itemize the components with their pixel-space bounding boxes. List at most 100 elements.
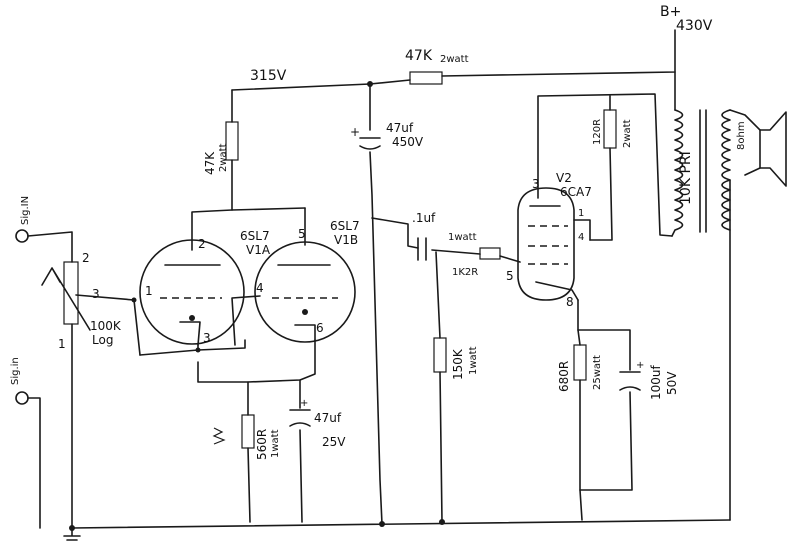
cap-plates (417, 237, 427, 261)
opt-primary: 10K PRI (678, 151, 694, 205)
input-jack-bottom: Sig.in (10, 357, 29, 405)
v1-cathode-bus (139, 339, 246, 356)
tube-v2: 3 1 4 5 8 V2 6CA7 (506, 171, 592, 309)
pin-label: 3 (203, 331, 211, 345)
pot-body (63, 261, 79, 325)
pot-arrow (41, 267, 91, 331)
v2-type: 6CA7 (560, 185, 592, 199)
v1b-section: V1B (334, 233, 358, 247)
bplus-voltage: 430V (676, 18, 713, 34)
tube-envelope (254, 241, 356, 343)
junction-dot (195, 347, 201, 353)
plate-v1a-wire (231, 89, 306, 211)
capacitor-bypass-v1: + 47uf 25V (289, 398, 346, 449)
primary-winding (671, 109, 684, 237)
cathode-element (294, 324, 316, 341)
resistor-body (603, 109, 617, 149)
bplus-text: B+ (660, 4, 681, 20)
v1b-type: 6SL7 (330, 219, 360, 233)
input-top-label: Sig.IN (20, 196, 31, 225)
cathode-cap-wire (299, 379, 303, 523)
pin-label: 5 (298, 227, 306, 241)
junction-dot (69, 525, 75, 531)
jack-icon (15, 391, 29, 405)
pin-label: 5 (506, 269, 514, 283)
v1a-type: 6SL7 (240, 229, 270, 243)
scribble-mark (212, 427, 226, 445)
screen-wire (589, 95, 613, 241)
resistor-dropper: 47K 2watt (405, 48, 469, 85)
plate-v1a-value: 47K (203, 151, 217, 175)
junction-dot (131, 297, 137, 303)
cap-plates (289, 409, 311, 427)
tube-envelope (139, 239, 245, 345)
cathode-v2-rating: 2watt (622, 119, 633, 148)
resistor-cathode-v2: 120R 2watt (592, 109, 633, 149)
cathode-v1-rating: 1watt (270, 429, 281, 458)
pot-value: 100K (90, 319, 122, 333)
v2-cathode-res-wire (577, 329, 583, 521)
secondary-winding (721, 109, 731, 231)
rail-bplus (441, 29, 676, 77)
pin-label: 8 (566, 295, 574, 309)
plate-v1a-to-tube (191, 209, 233, 251)
pin-label: 3 (532, 177, 540, 191)
v2-plate-wire (537, 93, 673, 237)
resistor-cathode-v2b: 680R 25watt (557, 344, 603, 392)
grid-leak-wire (435, 251, 443, 523)
resistor-body (433, 337, 447, 373)
cathode-element (535, 281, 579, 301)
coupling-in-wire (371, 217, 419, 249)
pin-label: 4 (256, 281, 264, 295)
transformer-core (699, 109, 707, 233)
resistor-plate-v1a: 47K 2watt (203, 121, 239, 175)
coupling-value: .1uf (412, 211, 436, 225)
cathode-element (179, 321, 201, 346)
bypass-v1-value: 47uf (314, 411, 342, 425)
cathode-v2-value: 120R (592, 119, 603, 145)
pin-label: 3 (92, 287, 100, 301)
ground-bus (71, 519, 731, 529)
v1a-section: V1A (246, 243, 271, 257)
plate-v1a-rating: 2watt (218, 143, 229, 172)
bypass-v2-value: 100uf (649, 364, 663, 400)
opt-secondary: 8ohm (736, 121, 747, 150)
polarity-plus: + (350, 125, 360, 139)
resistor-body (573, 344, 587, 381)
speaker-leads (729, 109, 761, 176)
tube-v1b: 5 4 6 6SL7 V1B (254, 219, 360, 343)
heater-dot (189, 315, 195, 321)
heater-dot (302, 309, 308, 315)
bplus-label: B+ 430V 315V (250, 4, 713, 84)
bypass-v2-voltage: 50V (665, 371, 679, 395)
node-voltage: 315V (250, 68, 287, 84)
dropper-value: 47K (405, 48, 433, 64)
filter-voltage: 450V (392, 135, 424, 149)
input-bottom-label: Sig.in (10, 357, 21, 385)
v2-name: V2 (556, 171, 572, 185)
pin-label: 1 (578, 208, 584, 219)
cathode-res-wire (247, 381, 251, 523)
screen-pin-wire (573, 219, 591, 241)
resistor-body (225, 121, 239, 161)
capacitor-coupling: .1uf (412, 211, 436, 261)
wires (27, 29, 731, 541)
volume-pot: 2 3 1 100K Log (41, 251, 122, 351)
grid-v2-rating: 1watt (448, 232, 477, 243)
coupling-out-wire (431, 249, 481, 255)
polarity-plus: + (636, 360, 644, 371)
v2-cathode-bypass (577, 299, 633, 491)
input-jack-top: Sig.IN (15, 196, 31, 243)
grid-stop-wire (499, 255, 521, 263)
junction-dot (439, 519, 445, 525)
resistor-grid-v2: 1watt 1K2R (448, 232, 501, 278)
tube-v1a: 2 1 3 6SL7 V1A (139, 229, 271, 346)
pot-taper: Log (92, 333, 113, 347)
grid-leak-value: 150K (451, 348, 465, 380)
pin-label: 6 (316, 321, 324, 335)
cap-plates (619, 371, 641, 391)
bypass-v1-voltage: 25V (322, 435, 346, 449)
pin-label: 2 (198, 237, 206, 251)
